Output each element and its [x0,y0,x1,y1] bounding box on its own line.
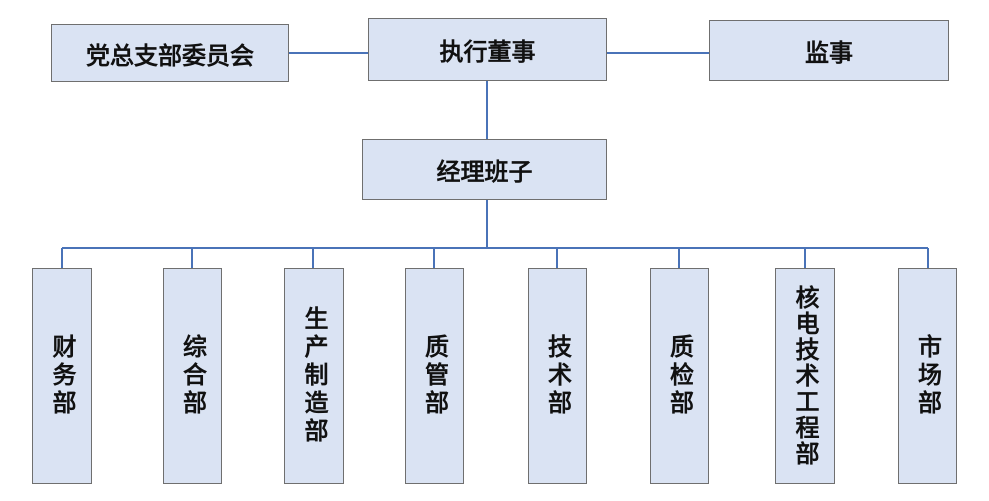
supervisor-box: 监事 [709,20,949,81]
executive-director-box: 执行董事 [368,18,607,81]
dept-box-technology: 技术部 [528,268,587,484]
dept-box-quality-management: 质管部 [405,268,464,484]
dept-box-manufacturing: 生产制造部 [284,268,344,484]
dept-box-general: 综合部 [163,268,222,484]
dept-box-marketing: 市场部 [898,268,957,484]
party-committee-box: 党总支部委员会 [51,24,289,82]
management-team-box: 经理班子 [362,139,607,200]
dept-box-quality-inspection: 质检部 [650,268,709,484]
dept-box-finance: 财务部 [32,268,92,484]
dept-box-nuclear-engineering: 核电技术工程部 [775,268,835,484]
